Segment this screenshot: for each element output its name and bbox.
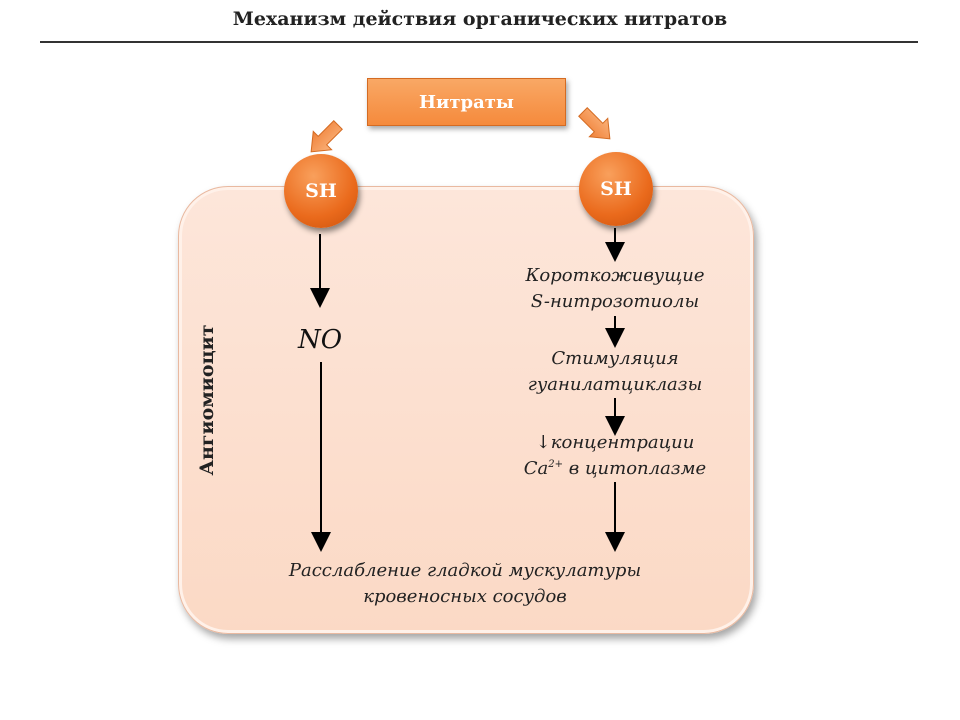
- relaxation-result: Расслабление гладкой мускулатуры кровено…: [250, 558, 680, 610]
- nitrosothiols-line2: S-нитрозотиолы: [530, 291, 700, 313]
- guanylate-cyclase-step: Стимуляция гуанилатциклазы: [500, 346, 730, 398]
- calcium-line2: Ca2+ в цитоплазме: [500, 456, 730, 482]
- calcium-line1: ↓концентрации: [535, 432, 695, 453]
- relaxation-line2: кровеносных сосудов: [363, 586, 567, 608]
- calcium-symbol: Ca: [523, 458, 549, 480]
- title-underline: [40, 41, 918, 43]
- nitrosothiols-step: Короткоживущие S-нитрозотиолы: [500, 263, 730, 315]
- angiomyocyte-cell-box: [178, 186, 754, 634]
- orange-arrow-right: [578, 107, 611, 140]
- sh-circle-right: SH: [579, 152, 653, 226]
- sh-circle-left: SH: [284, 154, 358, 228]
- calcium-charge: 2+: [548, 459, 564, 471]
- orange-arrow-left: [310, 120, 343, 153]
- nitrosothiols-line1: Короткоживущие: [525, 265, 705, 286]
- page-title: Механизм действия органических нитратов: [232, 8, 728, 30]
- relaxation-line1: Расслабление гладкой мускулатуры: [288, 560, 642, 581]
- guanylate-line1: Стимуляция: [551, 348, 679, 369]
- nitrates-box: Нитраты: [367, 78, 566, 126]
- guanylate-line2: гуанилатциклазы: [527, 374, 703, 396]
- no-label: NO: [298, 325, 343, 355]
- calcium-rest: в цитоплазме: [563, 458, 707, 480]
- calcium-step: ↓концентрации Ca2+ в цитоплазме: [500, 430, 730, 482]
